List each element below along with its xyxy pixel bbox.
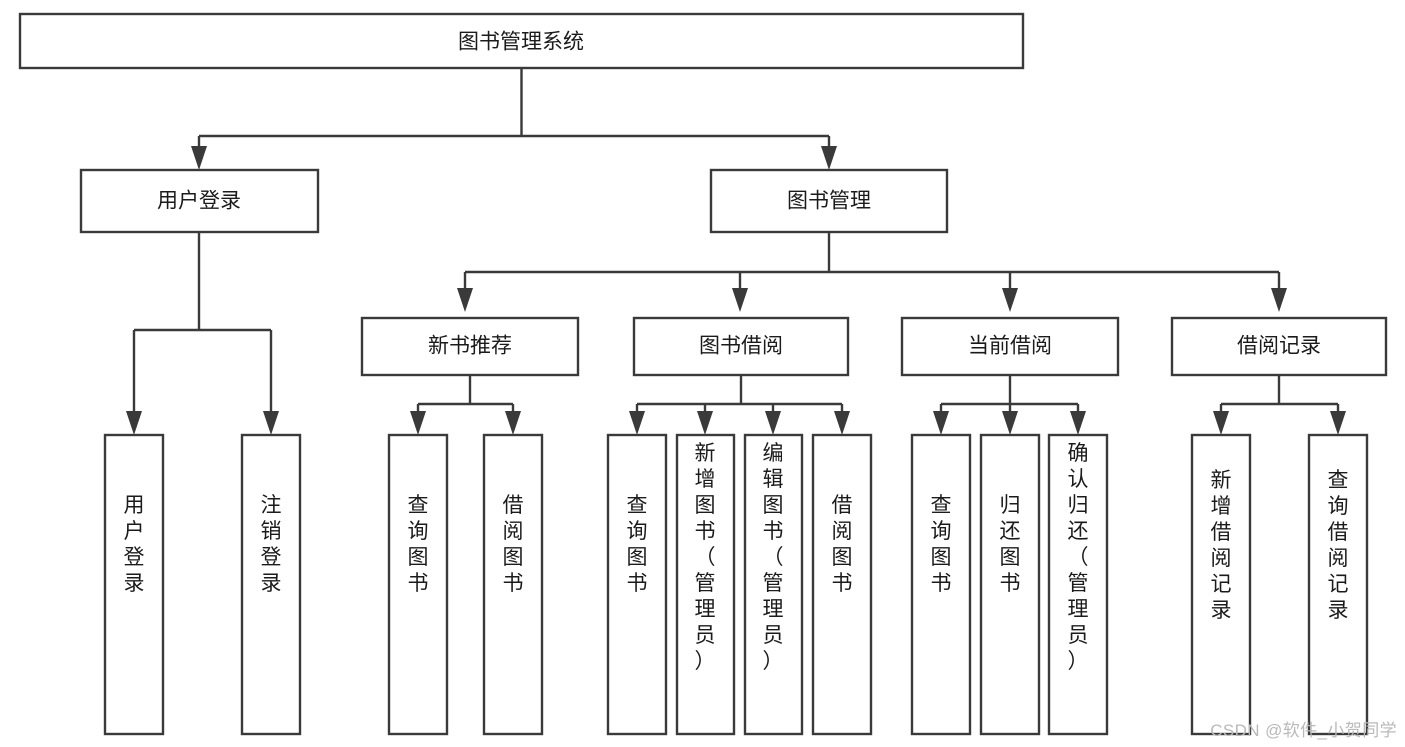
leaf-current-borrow-1-box[interactable] — [979, 433, 1041, 736]
leaf-book-borrow-0[interactable]: 查询图书 — [606, 433, 668, 736]
leaf-user-login-1-label: 注销登录 — [261, 494, 282, 595]
arrow-to-new-book-recommend — [457, 288, 473, 312]
node-book-borrow-label: 图书借阅 — [699, 335, 783, 358]
leaf-borrow-record-1[interactable]: 查询借阅记录 — [1307, 433, 1369, 736]
node-user-login[interactable]: 用户登录 — [79, 168, 320, 234]
leaf-book-borrow-2-box[interactable] — [743, 433, 804, 736]
leaf-new-book-1[interactable]: 借阅图书 — [482, 433, 544, 736]
node-book-borrow-box[interactable] — [632, 316, 850, 377]
node-new-book-recommend[interactable]: 新书推荐 — [360, 316, 580, 377]
arrow-to-user-login — [191, 146, 207, 170]
arrow-to-leaf-cb-1 — [933, 411, 949, 435]
leaf-book-borrow-1-label: 新增图书（管理员） — [695, 442, 716, 673]
leaf-book-borrow-3-box[interactable] — [811, 433, 873, 736]
leaf-borrow-record-0-box[interactable] — [1190, 433, 1252, 736]
leaf-user-login-0-label: 用户登录 — [124, 494, 145, 595]
leaf-borrow-record-1-box[interactable] — [1307, 433, 1369, 736]
leaf-borrow-record-0[interactable]: 新增借阅记录 — [1190, 433, 1252, 736]
arrow-to-book-borrow — [732, 288, 748, 312]
node-root-system-box[interactable] — [18, 12, 1025, 70]
leaf-user-login-0[interactable]: 用户登录 — [103, 433, 165, 736]
leaf-book-borrow-1-box[interactable] — [675, 433, 736, 736]
connector-layer — [132, 68, 1340, 411]
arrow-to-leaf-bb-2 — [697, 411, 713, 435]
leaf-user-login-0-box[interactable] — [103, 433, 165, 736]
node-current-borrow[interactable]: 当前借阅 — [900, 316, 1120, 377]
arrow-to-leaf-bb-1 — [629, 411, 645, 435]
arrow-to-borrow-record — [1271, 288, 1287, 312]
leaf-current-borrow-2-label: 确认归还（管理员） — [1068, 442, 1089, 673]
leaf-new-book-1-box[interactable] — [482, 433, 544, 736]
node-current-borrow-label: 当前借阅 — [968, 335, 1052, 358]
leaf-current-borrow-0[interactable]: 查询图书 — [910, 433, 972, 736]
arrow-to-leaf-logout — [263, 411, 279, 435]
leaf-user-login-1[interactable]: 注销登录 — [240, 433, 302, 736]
leaf-new-book-0-label: 查询图书 — [408, 494, 429, 595]
node-book-borrow[interactable]: 图书借阅 — [632, 316, 850, 377]
arrow-to-leaf-cb-2 — [1002, 411, 1018, 435]
csdn-watermark: CSDN @软件_小贺同学 — [1210, 721, 1397, 740]
leaf-new-book-1-label: 借阅图书 — [503, 494, 524, 595]
node-book-manage-label: 图书管理 — [787, 190, 871, 213]
arrow-to-leaf-bb-3 — [765, 411, 781, 435]
arrow-to-book-manage — [821, 146, 837, 170]
leaf-current-borrow-0-label: 查询图书 — [931, 494, 952, 595]
leaf-current-borrow-1[interactable]: 归还图书 — [979, 433, 1041, 736]
leaf-book-borrow-0-box[interactable] — [606, 433, 668, 736]
node-new-book-recommend-box[interactable] — [360, 316, 580, 377]
arrow-to-leaf-nb-2 — [505, 411, 521, 435]
node-book-manage-box[interactable] — [709, 168, 949, 234]
leaf-book-borrow-2-label: 编辑图书（管理员） — [763, 442, 784, 673]
node-new-book-recommend-label: 新书推荐 — [428, 335, 512, 358]
node-user-login-box[interactable] — [79, 168, 320, 234]
arrow-to-leaf-br-1 — [1213, 411, 1229, 435]
leaf-new-book-0[interactable]: 查询图书 — [387, 433, 449, 736]
arrow-to-leaf-nb-1 — [410, 411, 426, 435]
leaf-borrow-record-1-label: 查询借阅记录 — [1328, 469, 1349, 622]
leaf-current-borrow-1-label: 归还图书 — [1000, 494, 1021, 595]
arrow-to-leaf-br-2 — [1330, 411, 1346, 435]
leaf-new-book-0-box[interactable] — [387, 433, 449, 736]
arrowhead-layer — [126, 146, 1346, 435]
node-user-login-label: 用户登录 — [157, 190, 241, 213]
arrow-to-leaf-bb-4 — [834, 411, 850, 435]
leaf-book-borrow-2[interactable]: 编辑图书（管理员） — [743, 433, 804, 736]
leaf-current-borrow-0-box[interactable] — [910, 433, 972, 736]
leaf-book-borrow-3-label: 借阅图书 — [832, 494, 853, 595]
leaf-user-login-1-box[interactable] — [240, 433, 302, 736]
leaf-current-borrow-2[interactable]: 确认归还（管理员） — [1047, 433, 1109, 736]
node-current-borrow-box[interactable] — [900, 316, 1120, 377]
arrow-to-leaf-cb-3 — [1070, 411, 1086, 435]
leaf-current-borrow-2-box[interactable] — [1047, 433, 1109, 736]
leaf-book-borrow-0-label: 查询图书 — [627, 494, 648, 595]
leaf-borrow-record-0-label: 新增借阅记录 — [1211, 469, 1232, 622]
leaf-book-borrow-3[interactable]: 借阅图书 — [811, 433, 873, 736]
node-root-system-label: 图书管理系统 — [458, 31, 584, 54]
arrow-to-current-borrow — [1002, 288, 1018, 312]
leaf-book-borrow-1[interactable]: 新增图书（管理员） — [675, 433, 736, 736]
node-borrow-record-box[interactable] — [1170, 316, 1388, 377]
node-borrow-record-label: 借阅记录 — [1237, 335, 1321, 358]
node-root-system[interactable]: 图书管理系统 — [18, 12, 1025, 70]
node-borrow-record[interactable]: 借阅记录 — [1170, 316, 1388, 377]
arrow-to-leaf-user-login — [126, 411, 142, 435]
node-book-manage[interactable]: 图书管理 — [709, 168, 949, 234]
